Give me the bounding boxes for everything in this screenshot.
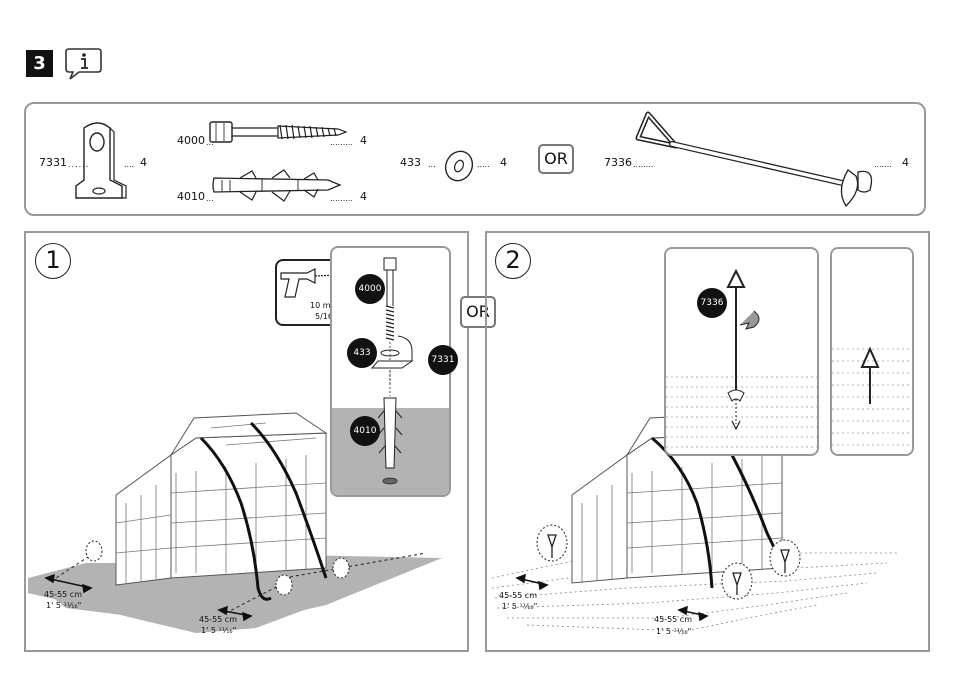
parts-panel xyxy=(24,102,926,216)
washer-433-drawing xyxy=(444,150,474,182)
leader-dots: ......... xyxy=(330,138,353,147)
anchor-assembly-detail xyxy=(330,246,451,497)
option-2-front-dim-metric: 45-55 cm xyxy=(499,591,537,600)
option-1-panel xyxy=(24,231,469,652)
anchor-code: 4010 xyxy=(177,190,205,203)
leader-dots: ...... xyxy=(68,160,90,169)
or-divider-parts: OR xyxy=(538,144,574,174)
stake-installed-drawing xyxy=(832,346,912,446)
option-1-front-dim-metric: 45-55 cm xyxy=(44,590,82,599)
stake-installed-detail xyxy=(830,247,914,456)
leader-dots: ....... xyxy=(874,160,892,169)
stake-insertion-drawing xyxy=(666,268,817,448)
leader-dots: ... xyxy=(206,138,214,147)
screw-code: 4000 xyxy=(177,134,205,147)
option-1-side-dim-imperial: 1' 5 ¹¹⁄₁₆" xyxy=(201,626,237,635)
option-2-front-dim-imperial: 1' 5 ¹¹⁄₁₆" xyxy=(502,602,538,611)
screw-4000-drawing xyxy=(209,121,348,143)
ground-stake-7336-drawing xyxy=(635,111,873,208)
leader-dots: ........ xyxy=(633,160,654,169)
callout-7336: 7336 xyxy=(697,288,727,318)
option-1-number: 1 xyxy=(35,243,71,279)
step-number-badge: 3 xyxy=(26,50,53,77)
greenhouse-concrete-base-drawing xyxy=(28,412,442,633)
leader-dots: ... xyxy=(206,194,214,203)
screw-qty: 4 xyxy=(360,134,367,147)
washer-code: 433 xyxy=(400,156,421,169)
drill-size-imperial: 5/16" xyxy=(315,312,337,321)
option-2-number: 2 xyxy=(495,243,531,279)
callout-4000: 4000 xyxy=(355,274,385,304)
greenhouse-ground-stakes-drawing xyxy=(491,412,897,632)
leader-dots: ..... xyxy=(477,160,490,169)
or-divider-options: OR xyxy=(460,296,496,328)
stake-insertion-detail xyxy=(664,247,819,456)
drill-size-metric: 10 mm xyxy=(310,301,339,310)
option-2-side-dim-metric: 45-55 cm xyxy=(654,615,692,624)
leader-dots: ......... xyxy=(330,194,353,203)
assembly-exploded-drawing xyxy=(370,257,414,485)
leader-dots: .... xyxy=(124,160,135,169)
leader-dots: ... xyxy=(428,160,436,169)
info-speech-bubble-icon xyxy=(65,46,103,82)
bracket-qty: 4 xyxy=(140,156,147,169)
option-2-side-dim-imperial: 1' 5 ¹¹⁄₁₆" xyxy=(656,627,692,636)
washer-qty: 4 xyxy=(500,156,507,169)
callout-4010: 4010 xyxy=(350,416,380,446)
callout-433: 433 xyxy=(347,338,377,368)
anchor-4010-drawing xyxy=(212,169,342,202)
stake-code: 7336 xyxy=(604,156,632,169)
option-1-front-dim-imperial: 1' 5 ¹¹⁄₁₆" xyxy=(46,601,82,610)
option-1-side-dim-metric: 45-55 cm xyxy=(199,615,237,624)
anchor-qty: 4 xyxy=(360,190,367,203)
option-2-panel xyxy=(485,231,930,652)
bracket-7331-drawing xyxy=(75,122,127,199)
callout-7331: 7331 xyxy=(428,345,458,375)
bracket-code: 7331 xyxy=(39,156,67,169)
stake-qty: 4 xyxy=(902,156,909,169)
